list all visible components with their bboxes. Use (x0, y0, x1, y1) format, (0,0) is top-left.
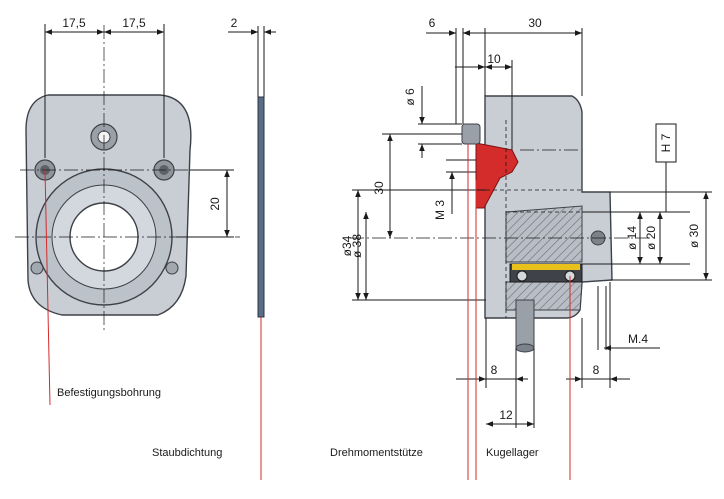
dim-2: 2 (231, 16, 238, 30)
dim-h7: H 7 (659, 133, 673, 152)
dim-6-top: 6 (429, 16, 436, 30)
dim-12: 12 (499, 408, 513, 422)
dim-dia-34: ø34 (340, 235, 354, 256)
dim-dia-38: ø 38 (350, 234, 364, 258)
dim-10: 10 (487, 52, 501, 66)
dim-17-5-left: 17,5 (62, 16, 86, 30)
seal-view: 2 Staubdichtung (152, 16, 276, 480)
dim-dia-30: ø 30 (687, 224, 701, 248)
dust-seal (257, 96, 265, 318)
dim-m3: M 3 (433, 200, 447, 220)
section-cut (505, 205, 583, 263)
dim-20: 20 (208, 197, 222, 211)
side-view: 6 30 10 ø 6 30 M 3 ø34 ø 38 H 7 (330, 16, 712, 480)
front-view: 17,5 17,5 20 Befestigungsbohrung (15, 16, 240, 406)
dim-17-5-right: 17,5 (122, 16, 146, 30)
shaft (515, 299, 535, 349)
label-befestigungsbohrung: Befestigungsbohrung (57, 387, 161, 399)
dim-8-left: 8 (491, 363, 498, 377)
label-kugellager: Kugellager (486, 447, 539, 459)
dim-30-top: 30 (528, 16, 542, 30)
torque-support (475, 142, 519, 209)
torque-pin (461, 123, 481, 145)
leader-mounting-hole (44, 169, 51, 406)
dim-dia-20: ø 20 (644, 226, 658, 250)
label-drehmomentstuetze: Drehmomentstütze (330, 447, 423, 459)
screw-bottom-right (165, 261, 179, 275)
dim-m4: M.4 (628, 332, 648, 346)
dim-dia-14: ø 14 (625, 226, 639, 250)
dim-dia-6: ø 6 (403, 88, 417, 106)
dim-30-vertical: 30 (372, 181, 386, 195)
dim-8-right: 8 (593, 363, 600, 377)
label-staubdichtung: Staubdichtung (152, 447, 222, 459)
bearing-race (512, 264, 580, 270)
